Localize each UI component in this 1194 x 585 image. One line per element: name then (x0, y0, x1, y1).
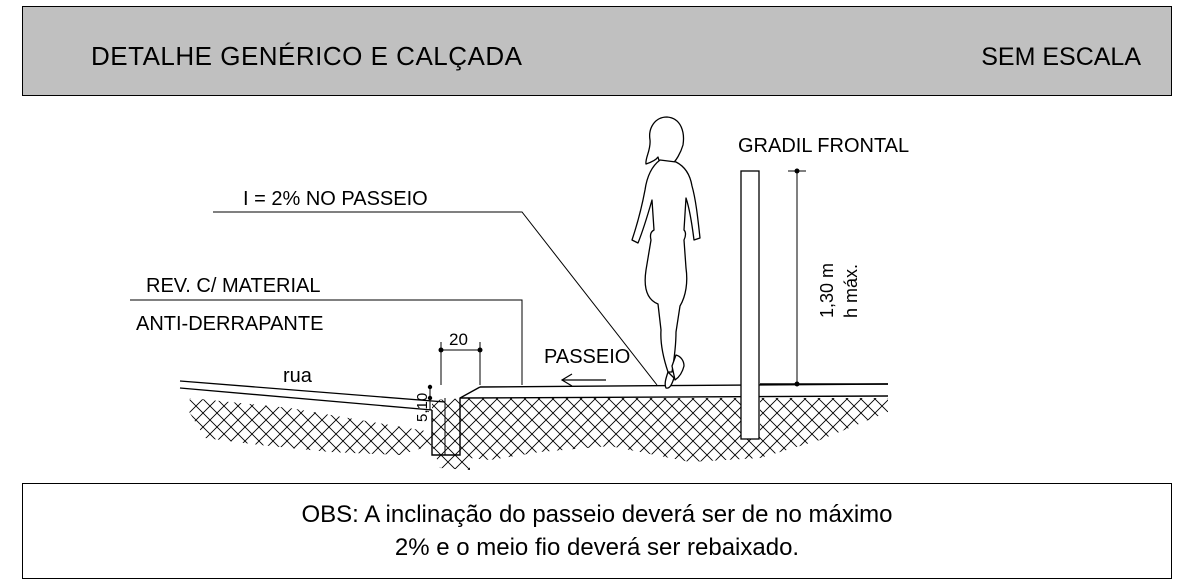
inclination-leader (213, 211, 658, 386)
height-note: h máx. (841, 264, 861, 318)
fence-post (740, 170, 760, 440)
height-dimension-dot-top (794, 168, 800, 174)
dim-20-label: 20 (449, 330, 468, 349)
soil-hatch-sidewalk (470, 398, 888, 462)
passeio-label: PASSEIO (544, 346, 630, 368)
dim-curb-label: 5,10 (414, 393, 431, 422)
dim-20-dot-right (477, 347, 483, 353)
soil-hatch-road (188, 398, 432, 455)
curb (431, 386, 481, 456)
title-bar: DETALHE GENÉRICO E CALÇADA SEM ESCALA (22, 6, 1172, 96)
height-dimension-dot-bottom (794, 381, 800, 387)
gradil-label: GRADIL FRONTAL (738, 135, 909, 157)
scale-label: SEM ESCALA (981, 43, 1141, 71)
road-label: rua (283, 365, 313, 387)
soil-hatch-curb (432, 398, 470, 470)
observation-note: OBS: A inclinação do passeio deverá ser … (22, 483, 1172, 579)
dim-curb-dot-top (427, 384, 433, 390)
sidewalk-bottom (459, 395, 889, 399)
road-surface-top (179, 380, 446, 403)
material-leader (130, 299, 523, 385)
road-surface-bottom (179, 387, 433, 411)
dim-20-dot-left (438, 347, 444, 353)
material-label-line2: ANTI-DERRAPANTE (136, 313, 323, 335)
height-value: 1,30 m (817, 263, 837, 318)
note-line-2: 2% e o meio fio deverá ser rebaixado. (394, 534, 800, 561)
dim-curb-dot-mid (427, 395, 433, 401)
person-figure (631, 116, 701, 389)
note-line-1: OBS: A inclinação do passeio deverá ser … (301, 501, 893, 528)
drawing-title: DETALHE GENÉRICO E CALÇADA (91, 41, 523, 71)
slope-arrow-head (560, 373, 573, 387)
inclination-label: I = 2% NO PASSEIO (243, 188, 428, 210)
material-label-line1: REV. C/ MATERIAL (146, 275, 321, 297)
